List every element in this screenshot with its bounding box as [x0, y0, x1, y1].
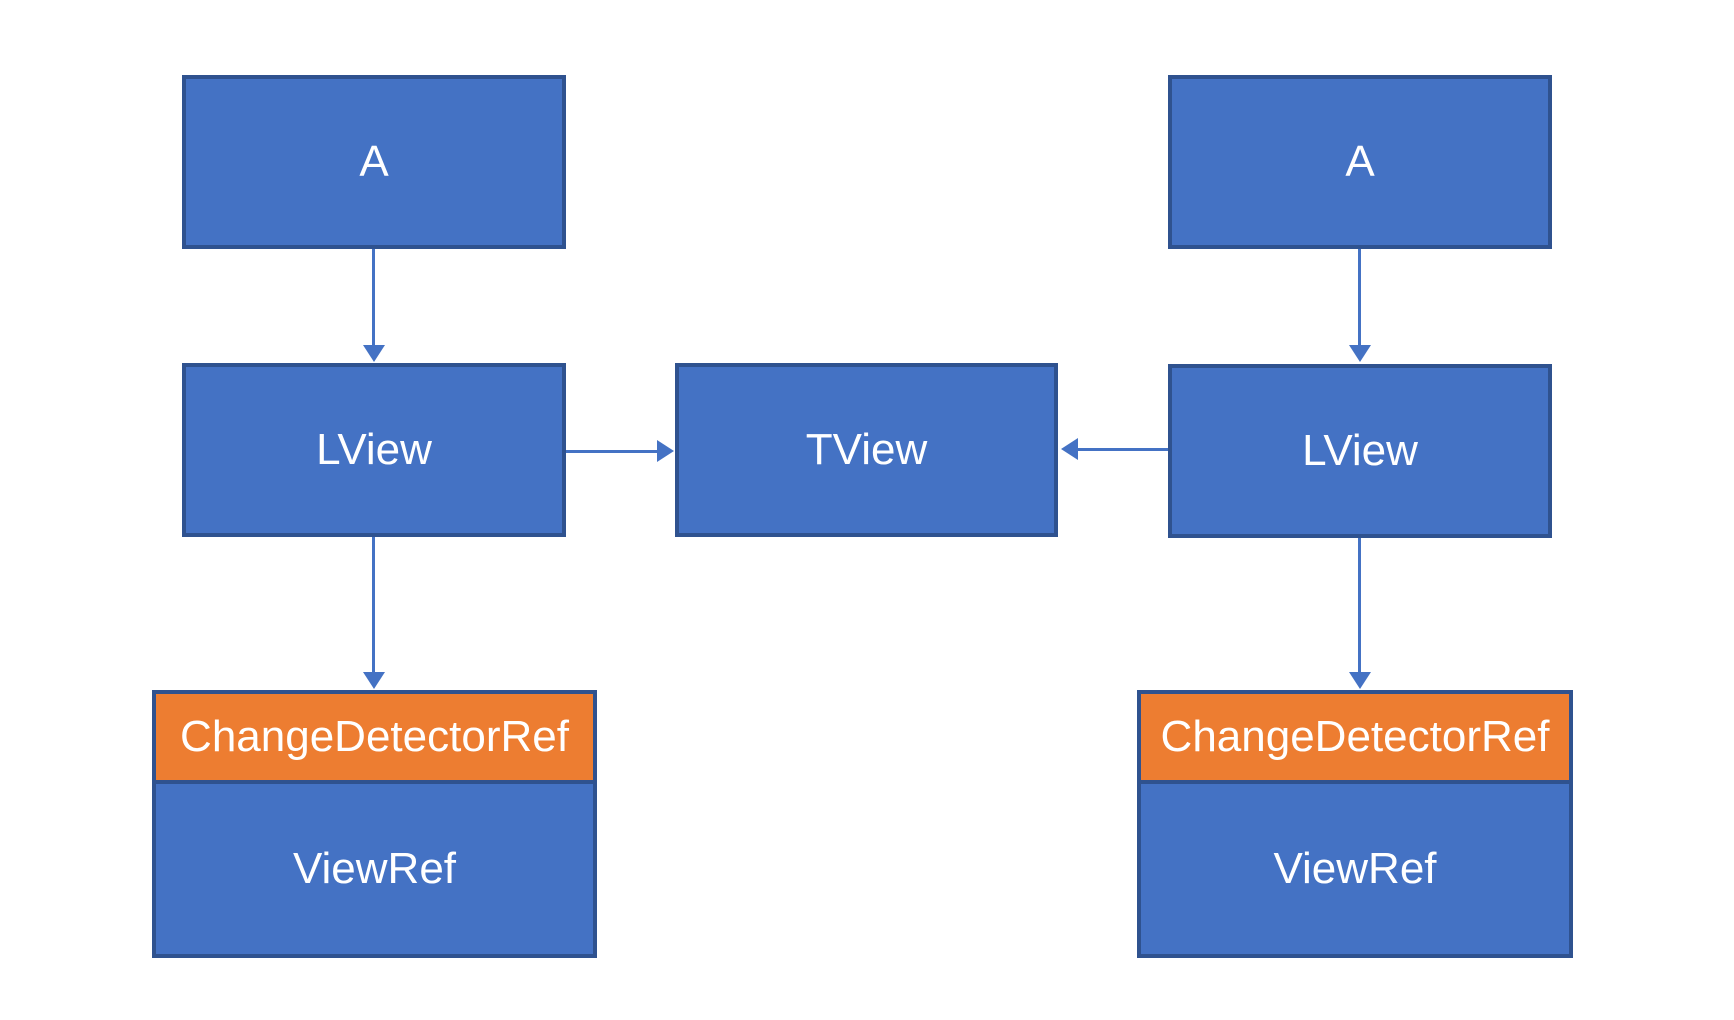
arrow-shaft	[566, 450, 658, 453]
arrow-shaft	[1078, 448, 1168, 451]
node-right-a-label: A	[1345, 137, 1375, 186]
arrow-shaft	[1358, 249, 1361, 345]
arrowhead-down-icon	[363, 345, 385, 362]
node-left-viewref: ViewRef	[156, 784, 593, 954]
node-right-changedetectorref: ChangeDetectorRef	[1141, 694, 1569, 784]
node-left-changedetectorref-label: ChangeDetectorRef	[180, 712, 569, 761]
node-left-lview-label: LView	[316, 425, 432, 474]
node-left-a-label: A	[359, 137, 389, 186]
node-left-viewref-label: ViewRef	[292, 844, 457, 893]
arrowhead-down-icon	[1349, 345, 1371, 362]
arrow-shaft	[372, 249, 375, 345]
arrowhead-down-icon	[363, 672, 385, 689]
node-tview: TView	[675, 363, 1058, 537]
arrowhead-right-icon	[657, 440, 674, 462]
node-right-a: A	[1168, 75, 1552, 249]
arrow-shaft	[1358, 538, 1361, 673]
node-right-lview-label: LView	[1302, 426, 1418, 475]
node-left-a: A	[182, 75, 566, 249]
arrowhead-down-icon	[1349, 672, 1371, 689]
node-left-lview: LView	[182, 363, 566, 537]
node-right-viewref-stack: ChangeDetectorRef ViewRef	[1137, 690, 1573, 958]
node-right-lview: LView	[1168, 364, 1552, 538]
node-right-changedetectorref-label: ChangeDetectorRef	[1160, 712, 1550, 761]
node-right-viewref: ViewRef	[1141, 784, 1569, 954]
node-left-viewref-stack: ChangeDetectorRef ViewRef	[152, 690, 597, 958]
arrowhead-left-icon	[1061, 438, 1078, 460]
node-right-viewref-label: ViewRef	[1273, 844, 1437, 893]
node-tview-label: TView	[805, 425, 928, 474]
arrow-shaft	[372, 537, 375, 673]
node-left-changedetectorref: ChangeDetectorRef	[156, 694, 593, 784]
